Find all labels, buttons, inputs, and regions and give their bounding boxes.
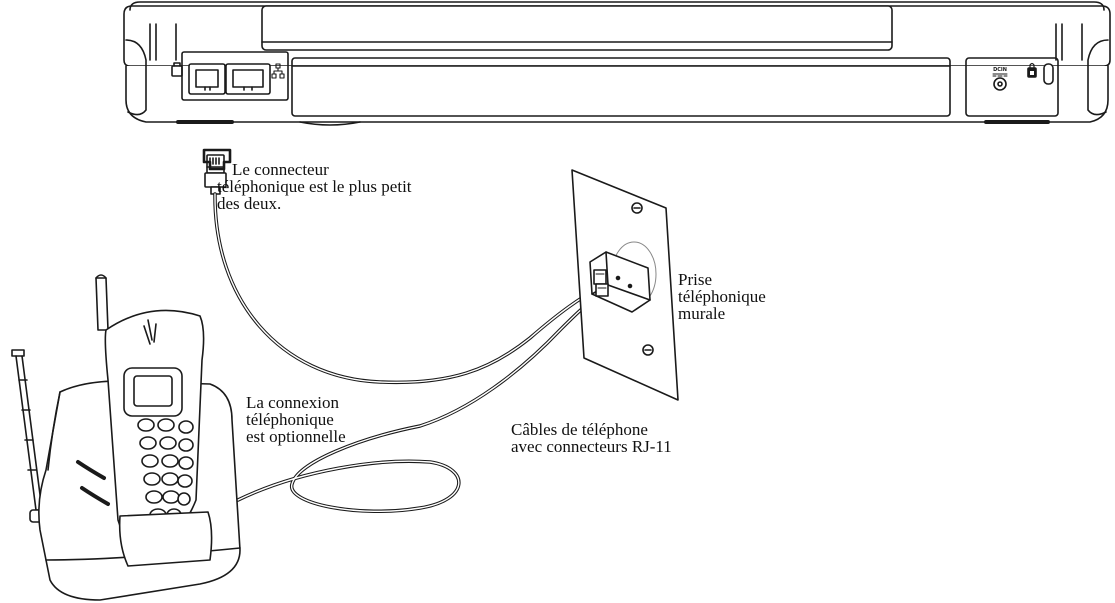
laptop-to-wall-cable [213,192,602,385]
laptop-lid-top [129,1,1105,11]
right-vent [1055,23,1083,61]
modem-port[interactable] [188,63,226,95]
lock-slot[interactable] [1043,63,1054,85]
base-grill-1 [76,460,106,480]
dc-in-jack[interactable] [993,77,1007,91]
left-bumper [125,39,147,116]
network-icon [271,63,285,79]
wall-jack-label-line-1: Prise [678,270,712,289]
lan-port[interactable] [225,63,271,95]
rj11-outline-icon [202,148,232,171]
wall-jack [571,169,679,401]
right-bumper [1087,39,1109,116]
wall-jack-label: Prise téléphonique murale [678,271,766,322]
base-feet-center [299,121,361,126]
cables-label: Câbles de téléphone avec connecteurs RJ-… [511,421,672,455]
optional-label-line-2: téléphonique [246,410,334,429]
base-grill-2 [80,486,110,506]
optional-label-line-1: La connexion [246,393,339,412]
laptop-base [125,65,1109,123]
wall-jack-label-line-3: murale [678,304,726,323]
handset-keypad [137,418,194,522]
cables-label-line-2: avec connecteurs RJ-11 [511,437,672,456]
connector-note-line-3: des deux. [217,194,282,213]
left-vent [149,23,177,61]
port-panel-right [965,57,1059,117]
optional-label-line-3: est optionnelle [246,427,346,446]
laptop-to-wall-cable-core [214,193,601,384]
cordless-phone [11,274,241,601]
phone-port-icon [171,62,183,77]
rear-cover-panel [291,57,951,117]
laptop-rear: DCIN [123,1,1111,126]
wall-jack-label-line-2: téléphonique [678,287,766,306]
handset [95,274,205,549]
jack-socket[interactable] [593,269,607,285]
connector-note-line-1: Le connecteur [232,160,329,179]
cables-label-line-1: Câbles de téléphone [511,420,648,439]
cradle-front [118,511,213,567]
handset-display [123,367,183,417]
screw-bottom [642,344,654,356]
screw-top [631,202,643,214]
kensington-lock-icon [1027,62,1037,78]
optional-connection-label: La connexion téléphonique est optionnell… [246,394,346,445]
dc-in-label: DCIN [993,67,1007,73]
laptop-hinge [261,5,893,51]
phone-to-wall-cable-core [237,293,605,513]
connector-note-line-2: téléphonique est le plus petit [217,177,412,196]
connector-note: Le connecteur téléphonique est le plus p… [217,160,412,212]
